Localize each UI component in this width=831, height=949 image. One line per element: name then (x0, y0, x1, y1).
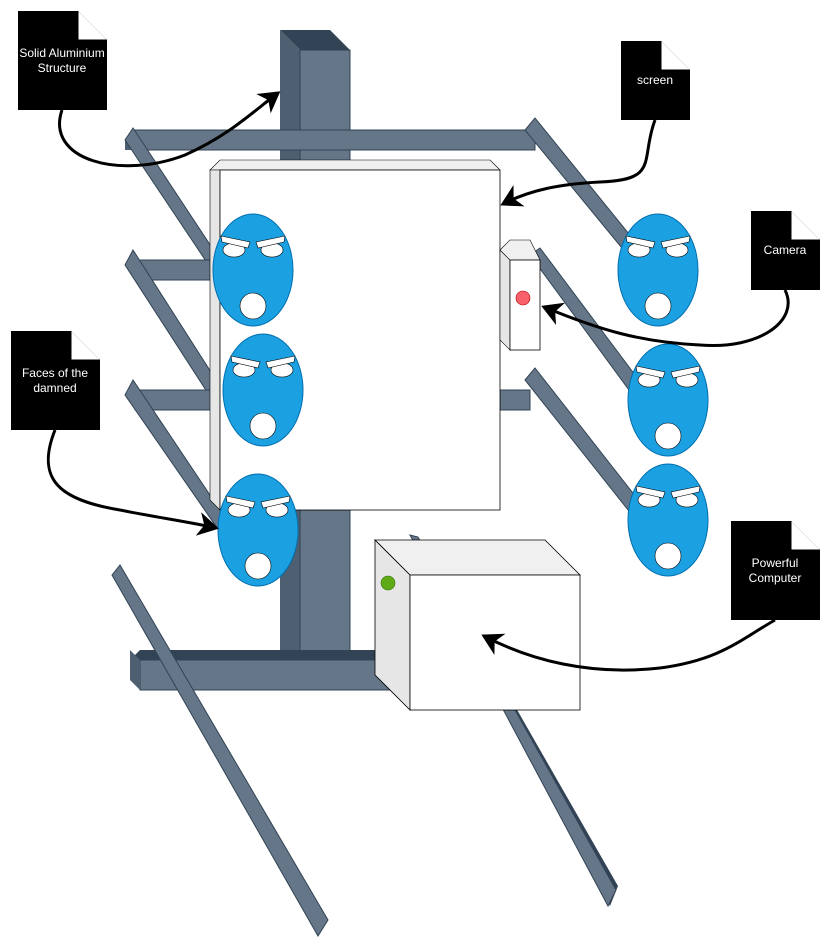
connectors (46, 91, 790, 672)
note-screen-line-1: screen (637, 73, 673, 87)
top-crossbar (125, 129, 536, 151)
camera-lens (515, 290, 531, 306)
note-structure-line-2: Structure (38, 61, 87, 75)
note-structure-line-1: Solid Aluminium (19, 46, 104, 60)
note-computer: Powerful Computer (731, 521, 820, 620)
note-structure: Solid Aluminium Structure (18, 11, 107, 110)
face (217, 473, 299, 587)
note-computer-line-1: Powerful (752, 556, 799, 570)
note-faces-line-2: damned (33, 381, 76, 395)
computer-box (374, 539, 581, 711)
arrow-computer (481, 618, 776, 672)
arm-right-3 (499, 367, 651, 526)
front-leg-left (111, 564, 329, 937)
arm-left-3 (124, 379, 231, 536)
face (617, 213, 699, 327)
note-camera: Camera (751, 211, 820, 290)
arrow-screen (500, 119, 657, 207)
camera-box (499, 239, 541, 351)
note-faces-line-1: Faces of the (22, 366, 88, 380)
arrow-structure (58, 91, 281, 168)
face (627, 463, 709, 577)
note-faces: Faces of the damned (11, 331, 100, 430)
note-screen: screen (621, 41, 690, 120)
face (212, 213, 294, 327)
note-camera-line-1: Camera (764, 243, 807, 257)
face (222, 333, 304, 447)
arrow-camera (541, 289, 790, 348)
face (627, 343, 709, 457)
arrow-faces (46, 429, 219, 536)
note-computer-line-2: Computer (749, 571, 802, 585)
power-led (380, 575, 396, 591)
